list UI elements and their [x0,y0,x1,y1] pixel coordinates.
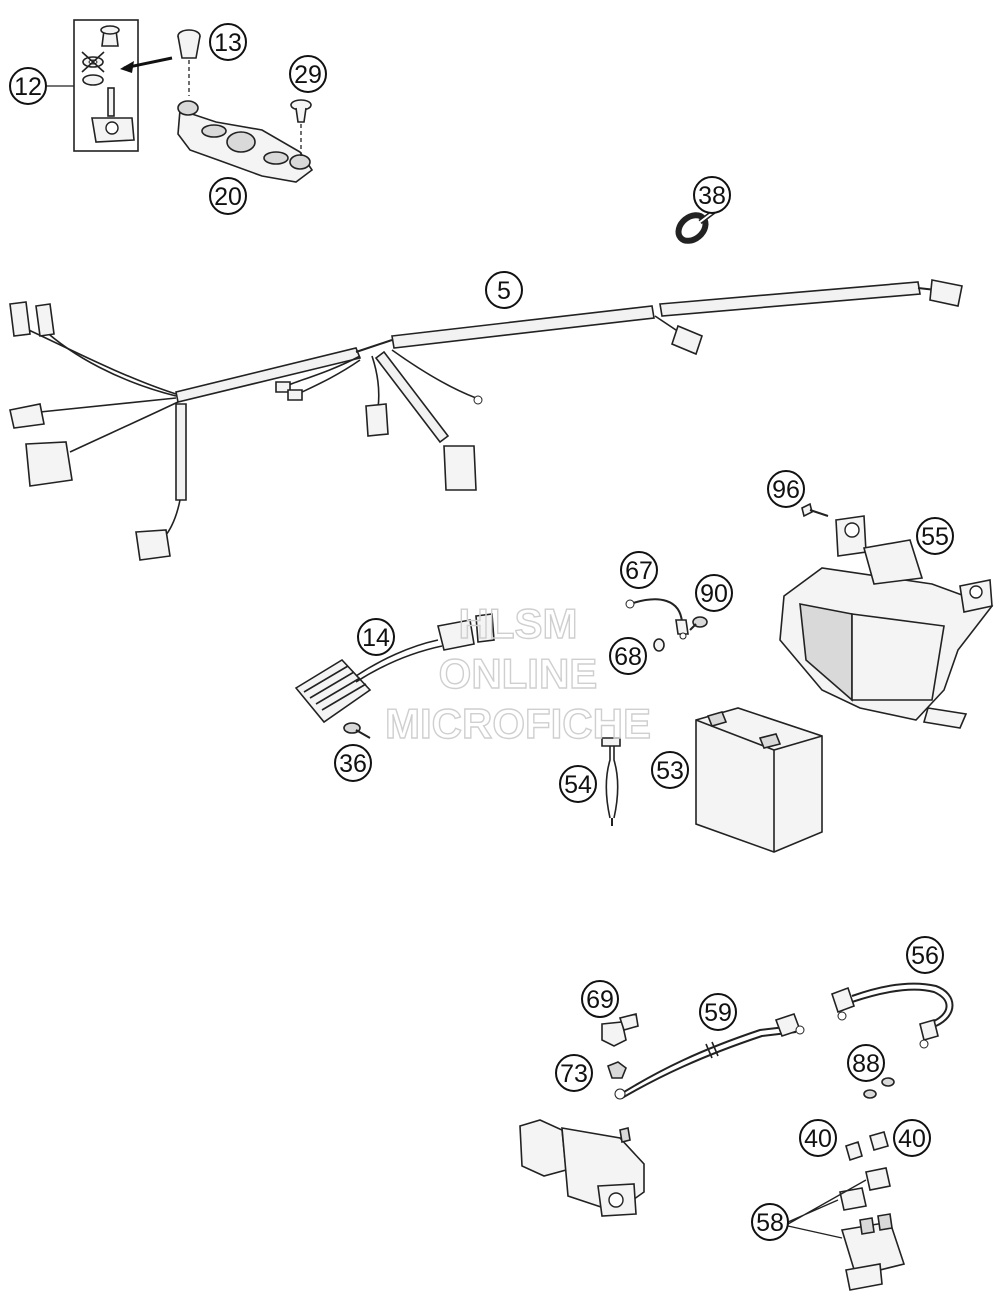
svg-text:67: 67 [625,557,653,585]
callout-40-right: 40 [893,1119,931,1157]
bolt-36 [343,722,371,739]
watermark-line-3: MICROFICHE [385,700,651,747]
callout-90: 90 [695,574,733,612]
svg-text:5: 5 [497,277,511,305]
starter-cable-59 [614,1012,805,1100]
callout-29: 29 [289,55,327,93]
ignition-lock-cylinder [177,29,201,96]
callout-20: 20 [209,177,247,215]
terminal-cap-69 [601,1013,639,1047]
callout-54: 54 [559,765,597,803]
svg-text:20: 20 [214,183,242,211]
svg-text:14: 14 [362,624,390,652]
svg-text:58: 58 [756,1209,784,1237]
svg-text:53: 53 [656,757,684,785]
callout-56: 56 [906,936,944,974]
svg-text:29: 29 [294,61,322,89]
callout-96: 96 [767,470,805,508]
battery-cable-56 [830,982,954,1049]
callout-58: 58 [751,1203,789,1241]
callout-59: 59 [699,993,737,1031]
screws-88 [863,1077,895,1099]
ignition-detail-box [73,19,139,152]
battery [695,707,823,853]
callout-69: 69 [581,980,619,1018]
svg-text:36: 36 [339,750,367,778]
callout-68: 68 [609,637,647,675]
callout-40-left: 40 [799,1119,837,1157]
svg-text:96: 96 [772,476,800,504]
svg-text:69: 69 [586,986,614,1014]
svg-text:88: 88 [852,1050,880,1078]
svg-text:56: 56 [911,942,939,970]
callout-13: 13 [209,23,247,61]
svg-text:40: 40 [804,1125,832,1153]
svg-text:40: 40 [898,1125,926,1153]
callout-12: 12 [9,67,47,105]
wiring-harness [9,279,963,561]
top-clamp-bracket [177,100,314,183]
starter-motor [519,1119,645,1217]
callout-53: 53 [651,751,689,789]
washer-68 [653,638,665,652]
voltage-regulator [294,613,495,724]
ground-cable [625,598,689,640]
rubber-plug [290,99,312,156]
svg-text:12: 12 [14,73,42,101]
svg-text:59: 59 [704,999,732,1027]
svg-text:55: 55 [921,523,949,551]
fuses-40 [845,1131,889,1162]
callout-55: 55 [916,517,954,555]
svg-text:68: 68 [614,643,642,671]
callout-36: 36 [334,744,372,782]
callout-38: 38 [693,176,731,214]
watermark: HLSM ONLINE MICROFICHE [384,599,651,747]
svg-text:90: 90 [700,580,728,608]
vent-hose [601,737,621,826]
svg-text:73: 73 [560,1060,588,1088]
callout-67: 67 [620,551,658,589]
battery-box [779,515,994,729]
svg-text:13: 13 [214,29,242,57]
callout-88: 88 [847,1044,885,1082]
callout-73: 73 [555,1054,593,1092]
watermark-line-1: HLSM [459,600,578,647]
watermark-line-2: ONLINE [439,650,598,697]
callout-14: 14 [357,618,395,656]
nut-73 [607,1061,627,1079]
callout-5: 5 [485,271,523,309]
screw-90 [689,616,708,631]
svg-text:54: 54 [564,771,592,799]
screw-96 [801,502,829,518]
svg-text:38: 38 [698,182,726,210]
starter-relay-58 [839,1167,906,1291]
